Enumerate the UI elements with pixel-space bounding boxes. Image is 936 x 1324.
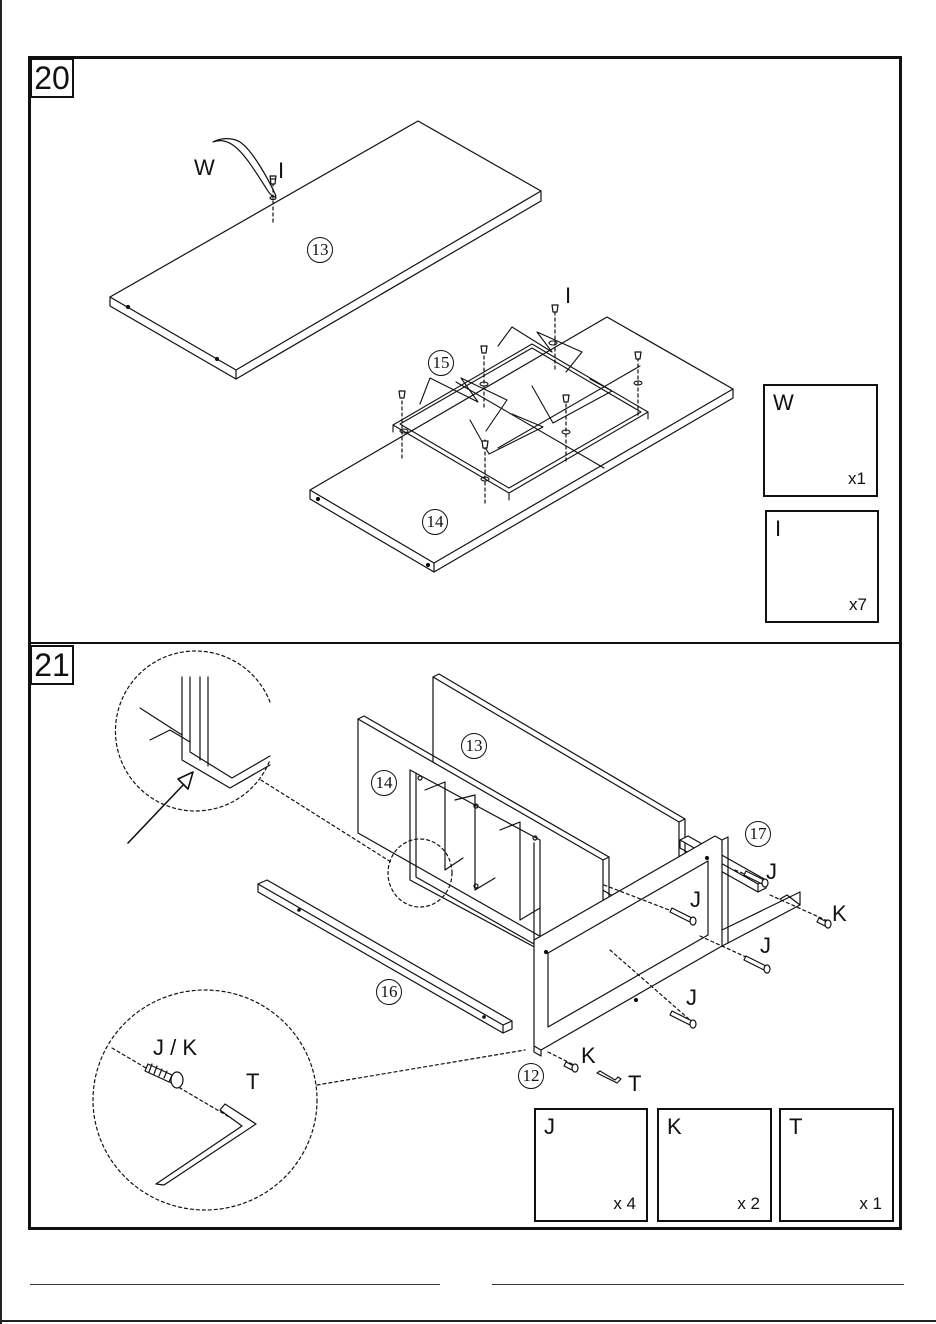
detail-label: T [246, 1069, 259, 1095]
part-letter: I [775, 516, 781, 542]
detail-allen-key-drawing [156, 1104, 256, 1185]
step-number: 21 [30, 645, 74, 685]
panel-number-14: 14 [422, 509, 448, 535]
footer-rule-right [492, 1284, 904, 1285]
footer-rule-left [30, 1284, 440, 1285]
parts-box-j: J x 4 [534, 1108, 648, 1222]
part-quantity: x 4 [613, 1194, 636, 1214]
detail-arrow-shaft [128, 783, 185, 843]
panel-14-drawing [310, 317, 733, 572]
fastener-label: J [686, 985, 697, 1011]
detail-bolt-drawing [145, 1064, 183, 1088]
parts-box-i: I x7 [765, 510, 879, 623]
panel-number-12: 12 [518, 1063, 544, 1089]
detail-label: J / K [153, 1035, 197, 1061]
panel-number-17: 17 [745, 821, 771, 847]
fastener-label: K [581, 1043, 596, 1069]
panel-number-13: 13 [307, 237, 333, 263]
panel-number-15: 15 [428, 350, 454, 376]
detail-arrow-head [178, 772, 193, 789]
fastener-label: T [628, 1071, 641, 1097]
part-letter: J [544, 1114, 555, 1140]
screw-label: I [278, 158, 284, 184]
part-letter: K [667, 1114, 682, 1140]
strap-label: W [194, 155, 215, 181]
parts-box-w: W x1 [763, 384, 878, 497]
part-letter: W [773, 390, 794, 416]
rail-16-drawing [258, 880, 512, 1033]
part-quantity: x 2 [737, 1194, 760, 1214]
parts-box-k: K x 2 [657, 1108, 772, 1222]
fastener-label: J [760, 933, 771, 959]
panel-number-16: 16 [376, 979, 402, 1005]
screw-label: I [565, 283, 571, 309]
panel-number-14: 14 [371, 770, 397, 796]
step-number: 20 [30, 58, 74, 98]
allen-key-small [597, 1071, 621, 1083]
fastener-label: J [766, 859, 777, 885]
parts-box-t: T x 1 [779, 1108, 894, 1222]
part-quantity: x 1 [859, 1194, 882, 1214]
part-quantity: x1 [848, 469, 866, 489]
panel-number-13: 13 [461, 733, 487, 759]
detail-rack-drawing [140, 677, 270, 788]
part-letter: T [789, 1114, 802, 1140]
fastener-label: J [690, 887, 701, 913]
part-quantity: x7 [849, 595, 867, 615]
fastener-label: K [832, 901, 847, 927]
detail-circle-tool [93, 990, 525, 1210]
